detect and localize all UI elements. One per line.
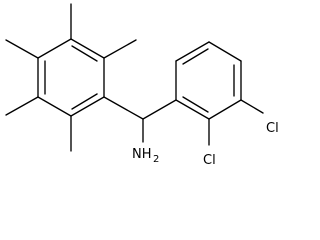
right-ring-bond bbox=[208, 99, 242, 120]
methyl-substituents bbox=[5, 3, 137, 152]
chlorine-label-bottom: Cl bbox=[203, 153, 216, 168]
chlorine-bond-top bbox=[240, 99, 264, 114]
benzylic-bond-right bbox=[142, 99, 177, 120]
benzylic-bond-left bbox=[103, 96, 144, 120]
methyl-bond-upper-right bbox=[103, 39, 137, 59]
pentamethylphenyl-ring bbox=[37, 38, 105, 117]
methyl-bond-upper-left bbox=[5, 39, 39, 59]
left-ring-inner-bond bbox=[71, 93, 98, 110]
right-ring-inner-bond bbox=[182, 48, 209, 65]
right-ring-bond bbox=[175, 99, 210, 120]
right-ring-bond bbox=[175, 41, 210, 62]
right-ring-bond bbox=[208, 41, 242, 62]
amine-label-subscript: 2 bbox=[153, 154, 159, 165]
left-ring-inner-bond bbox=[71, 45, 98, 62]
methyl-bond-lower-left bbox=[5, 96, 39, 116]
chlorine-substituents: Cl Cl bbox=[203, 99, 279, 168]
left-ring-bond bbox=[70, 96, 105, 117]
left-ring-bond bbox=[37, 96, 72, 117]
molecule-diagram: NH 2 Cl Cl bbox=[5, 3, 279, 168]
left-ring-bond bbox=[37, 38, 72, 59]
central-carbon-group: NH 2 bbox=[103, 96, 177, 165]
dichlorophenyl-ring bbox=[175, 41, 242, 120]
molecule-svg: NH 2 Cl Cl bbox=[5, 3, 279, 168]
chlorine-label-top: Cl bbox=[266, 121, 279, 136]
left-ring-bond bbox=[70, 38, 105, 59]
amine-label-nh: NH bbox=[132, 147, 152, 162]
right-ring-inner-bond bbox=[182, 96, 209, 113]
